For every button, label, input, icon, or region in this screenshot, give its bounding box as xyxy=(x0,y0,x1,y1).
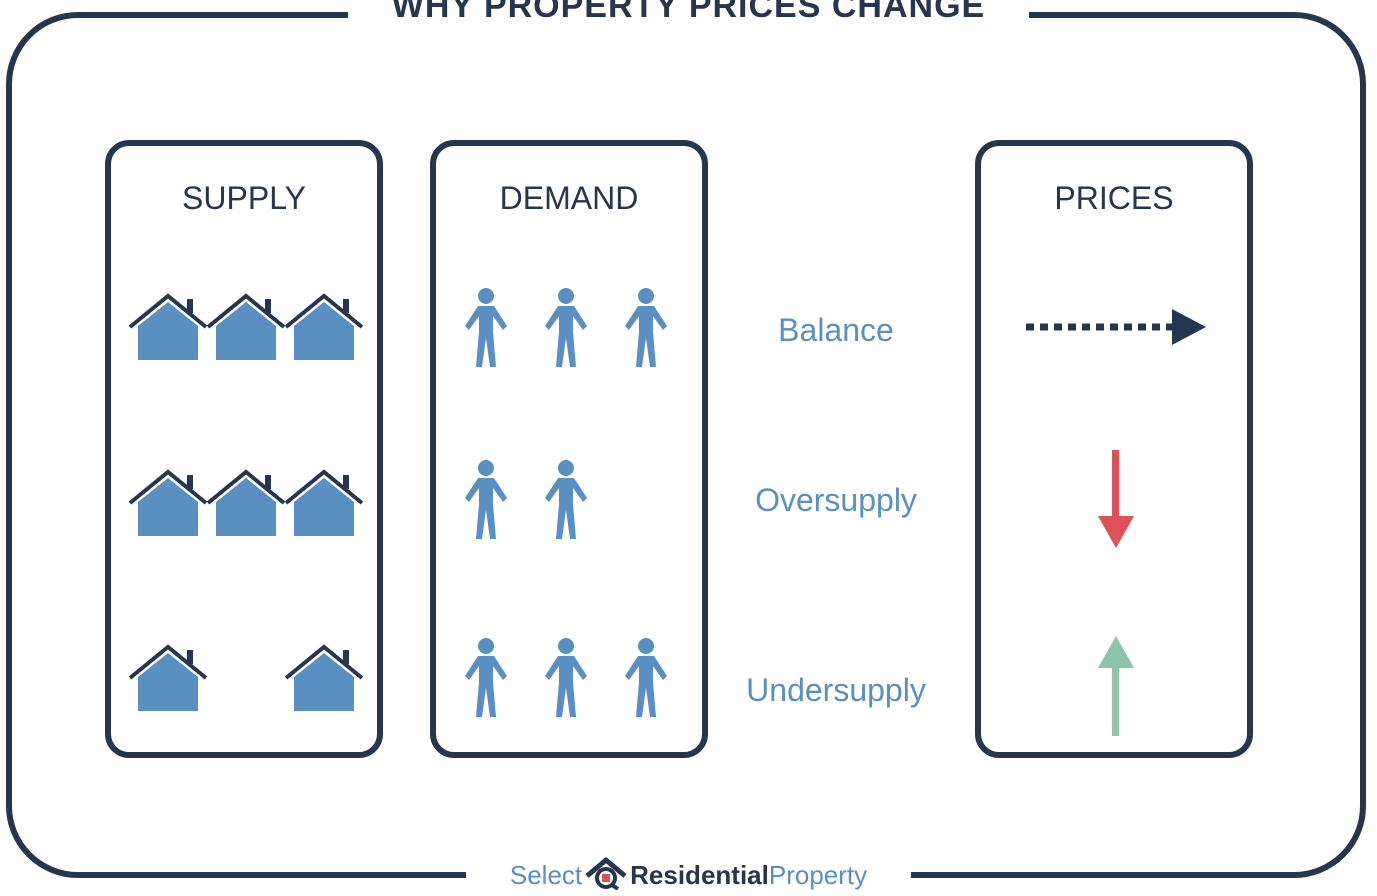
red-down-arrow-icon xyxy=(1098,450,1134,548)
person-icon xyxy=(545,460,587,539)
row-label-undersupply: Undersupply xyxy=(746,672,926,708)
row-label-balance: Balance xyxy=(778,312,894,348)
house-magnifier-logo-icon xyxy=(585,857,627,891)
person-icon xyxy=(545,288,587,367)
person-icon xyxy=(625,288,667,367)
house-icon xyxy=(128,470,208,538)
supply-title: SUPPLY xyxy=(182,180,306,216)
demand-title: DEMAND xyxy=(499,180,639,216)
demand-panel: DEMAND xyxy=(430,140,708,758)
house-icon xyxy=(284,645,364,713)
house-icon xyxy=(284,470,364,538)
dotted-right-arrow-icon xyxy=(1026,309,1206,345)
brand-select: Select xyxy=(509,860,583,890)
row-label-oversupply: Oversupply xyxy=(755,482,917,518)
house-icon xyxy=(206,294,286,362)
green-up-arrow-icon xyxy=(1098,636,1134,736)
brand-residential: Residential xyxy=(630,860,769,890)
person-icon xyxy=(465,460,507,539)
house-icon xyxy=(128,294,208,362)
person-icon xyxy=(545,638,587,717)
person-icon xyxy=(625,638,667,717)
house-icon xyxy=(128,645,208,713)
brand-footer: Select ResidentialProperty xyxy=(0,856,1377,893)
house-icon xyxy=(284,294,364,362)
person-icon xyxy=(465,288,507,367)
prices-title: PRICES xyxy=(1054,180,1174,216)
house-icon xyxy=(206,470,286,538)
person-icon xyxy=(465,638,507,717)
brand-property: Property xyxy=(768,860,868,890)
